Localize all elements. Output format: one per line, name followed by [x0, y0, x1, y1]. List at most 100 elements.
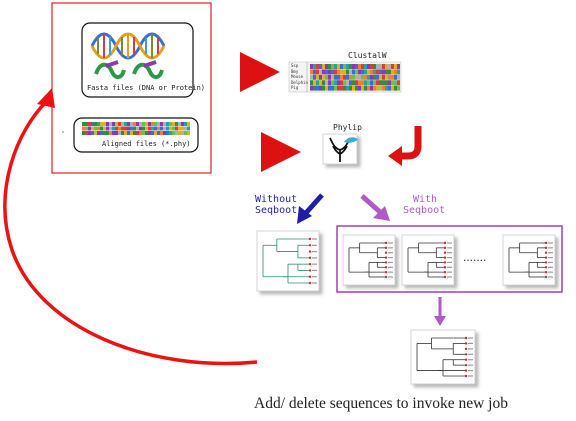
clustalw-row-name: Pig	[291, 85, 299, 91]
alignment-cell	[148, 126, 151, 131]
alignment-cell	[328, 64, 331, 69]
alignment-cell	[367, 69, 370, 75]
tree-leaf-node	[464, 369, 468, 372]
alignment-cell	[139, 131, 142, 135]
tree-leaf-node	[544, 241, 548, 245]
alignment-cell	[328, 80, 331, 86]
tree-leaf-label	[312, 250, 317, 253]
arrow-with-seqboot	[360, 194, 382, 214]
arrow-without-seqboot	[303, 193, 324, 216]
alignment-cell	[142, 126, 145, 131]
tree-leaf-node	[464, 342, 468, 345]
alignment-cell	[373, 64, 376, 69]
alignment-cell	[187, 126, 190, 131]
alignment-cell	[310, 85, 313, 91]
alignment-cell	[139, 126, 142, 131]
alignment-cell	[112, 122, 115, 126]
alignment-cell	[121, 122, 124, 126]
tree-leaf-node	[544, 246, 548, 250]
alignment-cell	[340, 80, 343, 86]
alignment-cell	[310, 64, 313, 69]
tree-leaf-label	[447, 252, 452, 254]
alignment-cell	[316, 74, 319, 80]
alignment-cell	[358, 85, 361, 91]
aligned-sequence-strip	[82, 122, 190, 135]
alignment-cell	[127, 126, 130, 131]
tree-leaf-label	[312, 282, 317, 284]
alignment-cell	[355, 80, 358, 86]
alignment-cell	[349, 85, 352, 91]
alignment-cell	[130, 122, 133, 126]
alignment-cell	[382, 64, 385, 69]
alignment-cell	[385, 85, 388, 91]
alignment-cell	[349, 74, 352, 80]
alignment-cell	[322, 85, 325, 91]
tree-leaf-label	[388, 261, 393, 264]
alignment-cell	[184, 122, 187, 126]
alignment-cell	[346, 80, 349, 86]
alignment-cell	[133, 131, 136, 135]
alignment-cell	[370, 80, 373, 86]
alignment-cell	[139, 122, 142, 126]
alignment-cell	[367, 64, 370, 69]
alignment-cell	[325, 64, 328, 69]
alignment-cell	[109, 131, 112, 135]
tree-leaf-label	[447, 271, 452, 273]
alignment-cell	[319, 80, 322, 86]
alignment-cell	[82, 126, 85, 131]
alignment-cell	[352, 74, 355, 80]
with-seqboot-label: With Seqboot	[403, 194, 445, 216]
alignment-cell	[100, 122, 103, 126]
clustalw-row-name: Bmy	[291, 68, 299, 74]
alignment-cell	[85, 122, 88, 126]
tree-leaf-label	[312, 269, 317, 272]
alignment-cell	[115, 122, 118, 126]
alignment-cell	[169, 122, 172, 126]
alignment-cell	[358, 80, 361, 86]
tree-leaf-label	[548, 266, 553, 268]
alignment-cell	[376, 85, 379, 91]
alignment-cell	[313, 85, 316, 91]
alignment-cell	[310, 80, 313, 86]
alignment-cell	[310, 74, 313, 80]
tree-leaf-label	[447, 256, 452, 259]
alignment-cell	[175, 131, 178, 135]
tree-leaf-node	[464, 363, 468, 367]
alignment-cell	[388, 80, 391, 86]
alignment-cell	[94, 122, 97, 126]
alignment-cell	[316, 64, 319, 69]
alignment-cell	[169, 131, 172, 135]
alignment-cell	[166, 122, 169, 126]
alignment-cell	[331, 80, 334, 86]
tree-leaf-node	[544, 261, 548, 264]
tree-leaf-node	[308, 269, 312, 272]
alignment-cell	[397, 69, 400, 75]
alignment-cell	[382, 85, 385, 91]
alignment-cell	[94, 126, 97, 131]
alignment-cell	[397, 64, 400, 69]
with-label-line1: With	[413, 194, 438, 205]
without-label-line1: Without	[255, 194, 298, 205]
alignment-cell	[88, 122, 91, 126]
alignment-cell	[157, 131, 160, 135]
alignment-cell	[367, 85, 370, 91]
alignment-cell	[316, 69, 319, 75]
alignment-cell	[388, 64, 391, 69]
alignment-cell	[319, 69, 322, 75]
alignment-cell	[391, 69, 394, 75]
alignment-cell	[337, 74, 340, 80]
alignment-cell	[355, 85, 358, 91]
tree-leaf-label	[447, 266, 452, 268]
tree-leaf-node	[544, 270, 548, 274]
footer-caption: Add/ delete sequences to invoke new job	[254, 395, 508, 412]
tree-leaf-node	[308, 237, 312, 241]
alignment-cell	[322, 74, 325, 80]
alignment-cell	[364, 64, 367, 69]
alignment-cell	[178, 122, 181, 126]
alignment-cell	[382, 74, 385, 80]
tree-leaf-label	[548, 261, 553, 264]
alignment-cell	[151, 126, 154, 131]
alignment-cell	[361, 74, 364, 80]
alignment-cell	[394, 64, 397, 69]
